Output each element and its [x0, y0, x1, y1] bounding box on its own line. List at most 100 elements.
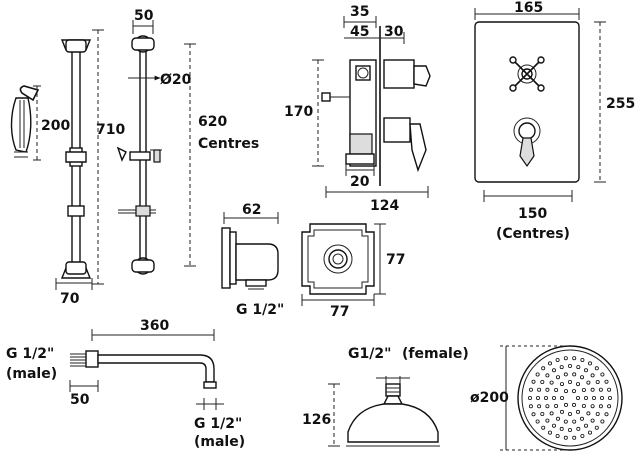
bracket-width-dimension: 50 [132, 8, 154, 34]
spray-nozzle [598, 387, 603, 392]
spray-nozzle [572, 356, 577, 361]
spray-nozzle [545, 404, 550, 409]
spray-nozzle [541, 425, 546, 430]
spray-nozzle [528, 387, 533, 392]
spray-nozzle [580, 375, 585, 380]
spray-nozzle [528, 404, 533, 409]
spray-nozzle [580, 433, 585, 438]
spray-nozzle [584, 368, 589, 373]
spray-nozzle [588, 361, 593, 366]
elbow-plate-width-dimension: 77 [301, 294, 375, 320]
bracket-width-label: 50 [134, 8, 154, 24]
temperature-handle [513, 117, 541, 168]
rail-centres-value: 620 [198, 114, 227, 130]
spray-nozzle [528, 395, 533, 400]
spray-nozzle [572, 402, 577, 407]
elbow-depth-dimension: 62 [223, 202, 279, 224]
spray-nozzle [580, 416, 585, 421]
wall-elbow-front [301, 223, 375, 295]
spray-nozzle [608, 395, 613, 400]
valve-outlet-dimension: 20 [345, 164, 375, 190]
spray-nozzle [563, 356, 568, 361]
spray-nozzle [568, 379, 573, 384]
thermostatic-valve-side [321, 26, 431, 186]
spray-nozzle [581, 387, 586, 392]
spray-nozzle [560, 382, 565, 387]
spray-nozzle [576, 395, 581, 400]
spray-nozzle [552, 368, 557, 373]
head-thread-label: G1/2" [348, 346, 391, 362]
spray-nozzle [537, 404, 542, 409]
shower-arm [70, 350, 217, 389]
handset-dimension: 200 [33, 85, 70, 161]
elbow-plate-height-label: 77 [386, 252, 405, 268]
plate-centres-dimension: 150 (Centres) [483, 190, 573, 242]
flow-handle [509, 56, 545, 92]
spray-nozzle [581, 403, 586, 408]
rail-centres-dimension: 620 Centres [184, 43, 259, 267]
head-thread-marker [376, 376, 410, 384]
head-height-dimension: 126 [302, 383, 340, 447]
spray-nozzle [563, 419, 568, 424]
valve-total-depth-dimension: 124 [325, 186, 429, 214]
spray-nozzle [604, 379, 609, 384]
wall-elbow-side [221, 227, 279, 290]
spray-nozzle [564, 402, 569, 407]
spray-nozzle [535, 419, 540, 424]
riser-rail [60, 39, 92, 279]
spray-nozzle [548, 361, 553, 366]
spray-nozzle [545, 387, 550, 392]
spray-nozzle [556, 375, 561, 380]
valve-outlet-label: 20 [350, 174, 370, 190]
spray-nozzle [586, 411, 591, 416]
bracket-diameter-label: Ø20 [160, 72, 192, 88]
spray-nozzle [531, 379, 536, 384]
arm-offset-dimension: 50 [69, 380, 99, 408]
spray-nozzle [552, 423, 557, 428]
valve-depth-b-label: 45 [350, 24, 369, 40]
spray-nozzle [598, 404, 603, 409]
spray-nozzle [552, 395, 557, 400]
spray-nozzle [576, 365, 581, 370]
spray-nozzle [568, 363, 573, 368]
spray-nozzle [535, 372, 540, 377]
elbow-thread-label: G 1/2" [236, 302, 284, 318]
spray-nozzle [536, 395, 541, 400]
spray-nozzle [595, 379, 600, 384]
riser-height-label: 710 [96, 122, 125, 138]
spray-nozzle [600, 419, 605, 424]
spray-nozzle [607, 404, 612, 409]
elbow-plate-height-dimension: 77 [374, 223, 405, 295]
riser-rail-height-dimension: 710 [92, 29, 125, 285]
spray-nozzle [584, 423, 589, 428]
spray-nozzle [555, 357, 560, 362]
spray-nozzle [584, 395, 589, 400]
spray-nozzle [600, 395, 605, 400]
plate-height-dimension: 255 [594, 21, 635, 183]
spray-nozzle [572, 372, 577, 377]
spray-nozzle [586, 380, 591, 385]
spray-nozzle [604, 412, 609, 417]
nozzle-pattern [528, 356, 613, 440]
plate-centres-value: 150 [518, 206, 547, 222]
spray-nozzle [563, 435, 568, 440]
spray-nozzle [544, 395, 549, 400]
spray-nozzle [568, 427, 573, 432]
arm-thread-out-label: G 1/2" [194, 416, 242, 432]
spray-nozzle [590, 373, 595, 378]
spray-nozzle [592, 395, 597, 400]
head-height-label: 126 [302, 412, 331, 428]
arm-thread-in-type: (male) [6, 366, 57, 382]
spray-nozzle [554, 387, 559, 392]
riser-base-dimension: 70 [55, 278, 93, 307]
plate-width-dimension: 165 [474, 0, 580, 20]
riser-base-label: 70 [60, 291, 80, 307]
plate-height-label: 255 [606, 96, 635, 112]
head-diameter-dimension: ø200 [470, 345, 570, 451]
spray-nozzle [607, 387, 612, 392]
arm-thread-out-marker [196, 398, 224, 410]
spray-nozzle [548, 430, 553, 435]
spray-nozzle [537, 387, 542, 392]
valve-depth-a-label: 35 [350, 4, 369, 20]
